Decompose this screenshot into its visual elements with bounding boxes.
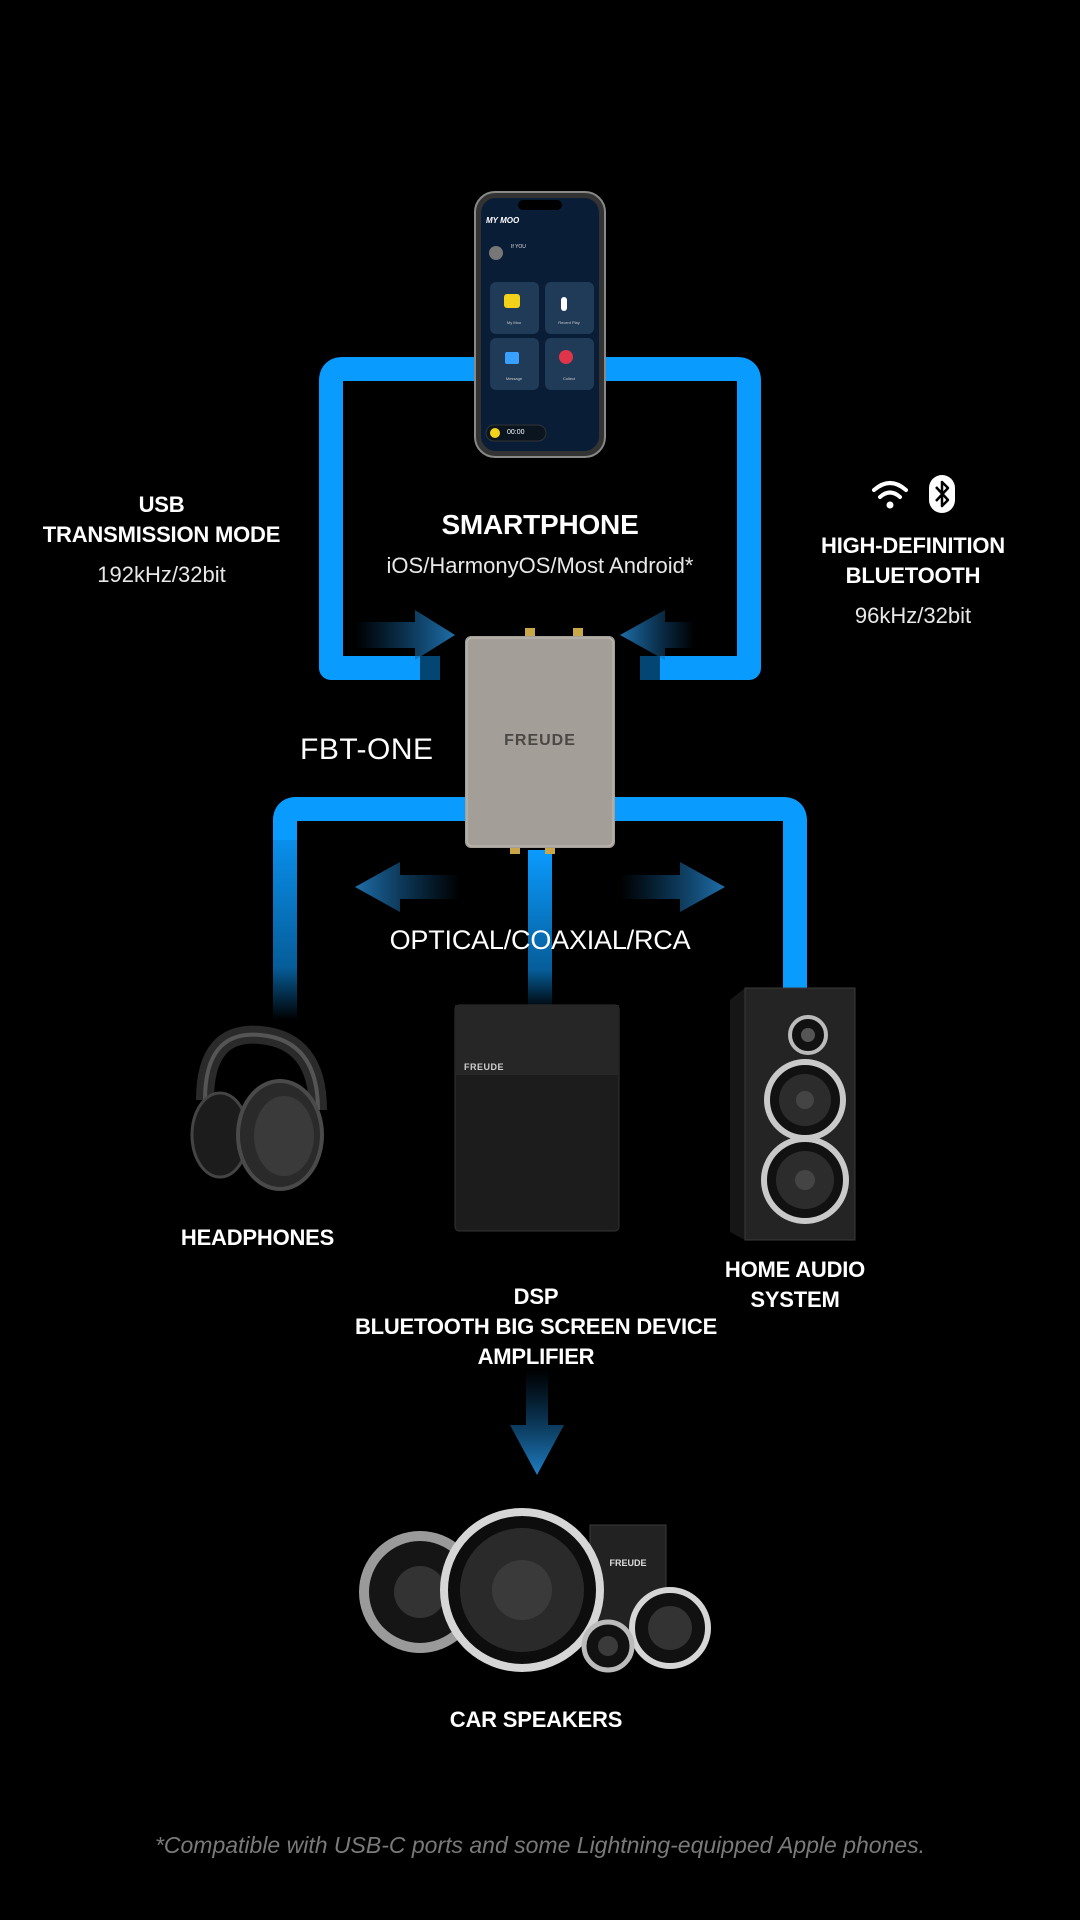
- home-audio-label-line2: SYSTEM: [750, 1287, 840, 1312]
- smartphone-title: SMARTPHONE: [441, 509, 639, 540]
- arrow-left-into-device: [620, 610, 695, 660]
- arrow-right-into-device: [355, 610, 455, 660]
- home-audio-label-line1: HOME AUDIO: [724, 1257, 866, 1282]
- dsp-connection-line: [528, 850, 552, 1010]
- bluetooth-icon: [928, 474, 956, 514]
- car-speakers-label: CAR SPEAKERS: [449, 1707, 623, 1732]
- car-speakers-brand-logo: FREUDE: [609, 1558, 647, 1568]
- outputs-label: OPTICAL/COAXIAL/RCA: [389, 925, 691, 955]
- headphones-image: [190, 1025, 327, 1191]
- dsp-label-line2: BLUETOOTH BIG SCREEN DEVICE: [354, 1314, 718, 1339]
- bluetooth-connection-line: [600, 357, 761, 680]
- bluetooth-spec: 96kHz/32bit: [854, 603, 972, 628]
- wifi-icon: [870, 478, 910, 512]
- phone-tile-label-3: Message: [505, 376, 523, 381]
- dsp-brand-logo: FREUDE: [464, 1062, 505, 1072]
- usb-spec: 192kHz/32bit: [97, 562, 226, 587]
- usb-title-line2: TRANSMISSION MODE: [42, 522, 281, 547]
- dsp-amplifier-image: [454, 1004, 620, 1232]
- headphones-label: HEADPHONES: [180, 1225, 335, 1250]
- phone-player-time: 00:00: [507, 429, 525, 436]
- phone-user-name: If YOU: [511, 244, 526, 250]
- smartphone-os-compat: iOS/HarmonyOS/Most Android*: [386, 553, 694, 578]
- bluetooth-title-line2: BLUETOOTH: [845, 563, 981, 588]
- phone-tile-label-2: Recent Play: [558, 320, 580, 325]
- dsp-label-line1: DSP: [513, 1284, 559, 1309]
- fbt-one-device-image: [465, 628, 615, 854]
- arrow-down-to-speakers: [510, 1370, 564, 1475]
- dsp-label-line3: AMPLIFIER: [477, 1344, 595, 1369]
- car-speakers-image: [359, 1508, 711, 1673]
- phone-tile-label-1: My Moo: [506, 320, 522, 325]
- compatibility-footnote: *Compatible with USB-C ports and some Li…: [154, 1832, 926, 1858]
- phone-tile-label-4: Collect: [562, 376, 576, 381]
- phone-app-title: MY MOO: [486, 216, 520, 225]
- home-audio-speaker-image: [730, 987, 856, 1241]
- headphones-connection-line: [273, 797, 470, 1020]
- smartphone-image: [474, 191, 606, 458]
- fbt-one-brand-logo: FREUDE: [504, 732, 576, 749]
- usb-connection-line: [319, 357, 480, 680]
- home-audio-connection-line: [610, 797, 807, 995]
- usb-title-line1: USB: [138, 492, 185, 517]
- arrow-right-out-device: [620, 862, 725, 912]
- arrow-left-out-device: [355, 862, 460, 912]
- device-name: FBT-ONE: [300, 733, 434, 766]
- bluetooth-title-line1: HIGH-DEFINITION: [821, 533, 1005, 558]
